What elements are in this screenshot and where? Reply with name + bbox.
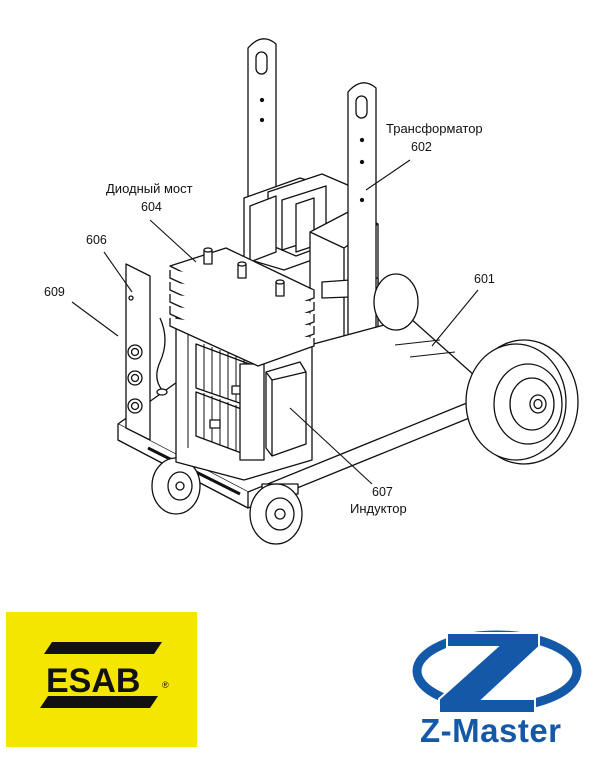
leader-606 <box>103 251 133 293</box>
front-panel-606 <box>125 263 168 441</box>
leader-607 <box>289 407 373 485</box>
leader-lines <box>71 159 479 485</box>
leader-609 <box>71 301 119 337</box>
zmaster-wordmark: Z-Master <box>420 712 562 749</box>
label-diode-bridge: Диодный мост <box>106 181 193 196</box>
caster-left <box>151 457 201 515</box>
esab-registered-mark: ® <box>162 680 169 690</box>
leader-602 <box>365 159 411 191</box>
label-609: 609 <box>44 285 65 299</box>
esab-wordmark: ESAB <box>46 662 140 700</box>
label-607: 607 <box>372 485 393 499</box>
label-604: 604 <box>141 200 162 214</box>
label-602: 602 <box>411 140 432 154</box>
rear-wheel-back <box>373 273 419 331</box>
label-606: 606 <box>86 233 107 247</box>
diode-bridge-604 <box>169 247 315 367</box>
esab-logo: ESAB ® <box>6 612 197 747</box>
caster-right <box>249 483 303 545</box>
label-inductor: Индуктор <box>350 501 407 516</box>
leader-601 <box>431 289 479 347</box>
label-601: 601 <box>474 272 495 286</box>
inductor-607 <box>239 361 307 461</box>
label-transformer: Трансформатор <box>386 121 483 136</box>
zmaster-logo-icon <box>412 630 582 714</box>
leader-604 <box>149 219 197 263</box>
large-wheel <box>465 339 579 465</box>
